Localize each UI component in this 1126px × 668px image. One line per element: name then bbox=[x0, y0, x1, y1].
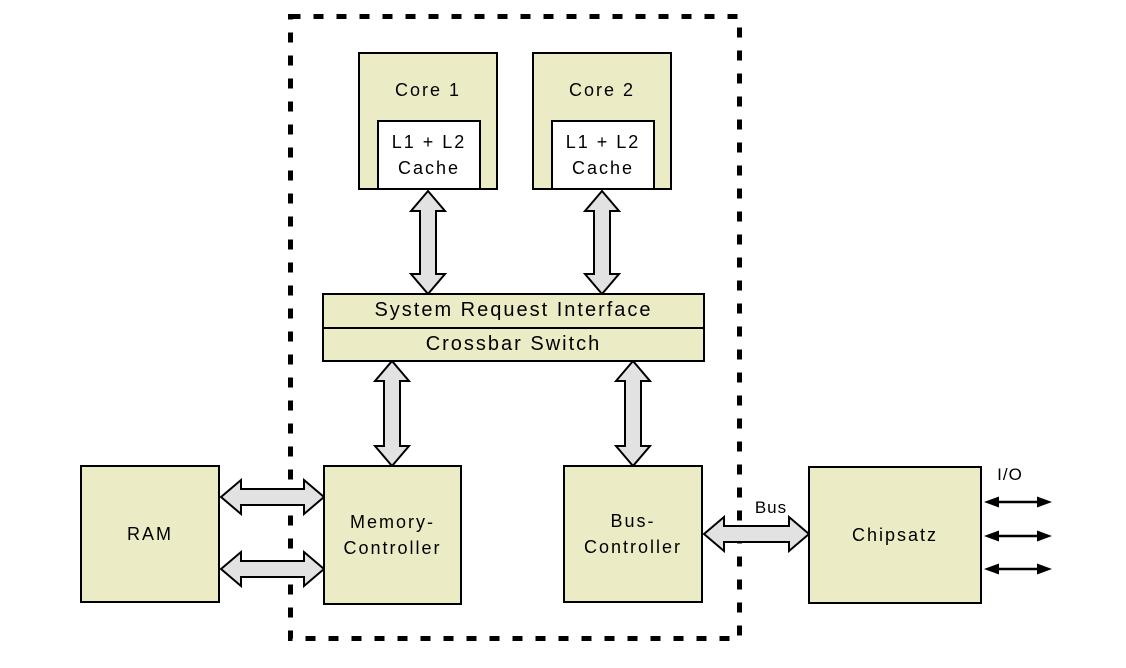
cpu-die-dashed-boundary bbox=[288, 14, 742, 641]
node-bus-controller-line1: Bus- bbox=[610, 511, 656, 531]
arrow-layer bbox=[219, 189, 1052, 589]
node-ram-label: RAM bbox=[127, 524, 173, 544]
node-core1-cache-line2: Cache bbox=[397, 158, 461, 178]
node-core1-cache-line1: L1 + L2 bbox=[391, 132, 467, 152]
arrow-crossbar-to-bus-controller bbox=[613, 359, 653, 468]
arrow-ram-to-memory-controller-upper bbox=[219, 477, 326, 517]
node-chipsatz-label: Chipsatz bbox=[851, 525, 939, 545]
node-core1-label: Core 1 bbox=[394, 80, 462, 100]
arrow-chipsatz-io-top-head-right bbox=[1037, 496, 1052, 508]
io-connection-label: I/O bbox=[997, 465, 1023, 484]
node-bus-controller: Bus- Controller bbox=[563, 465, 703, 603]
node-core1: Core 1 L1 + L2 Cache bbox=[358, 52, 498, 190]
node-ram: RAM bbox=[80, 465, 220, 603]
node-system-request-interface: System Request Interface bbox=[324, 295, 703, 329]
arrow-bus-controller-to-chipsatz bbox=[702, 514, 811, 554]
arrow-core2-cache-to-sri bbox=[582, 189, 622, 296]
node-core2-cache: L1 + L2 Cache bbox=[551, 120, 655, 190]
node-core1-cache: L1 + L2 Cache bbox=[377, 120, 481, 190]
arrow-chipsatz-io-top-head-left bbox=[984, 496, 999, 508]
arrow-chipsatz-io-bottom-head-left bbox=[984, 563, 999, 575]
node-core2-cache-line1: L1 + L2 bbox=[565, 132, 641, 152]
node-core2: Core 2 L1 + L2 Cache bbox=[532, 52, 672, 190]
node-interface-stack: System Request Interface Crossbar Switch bbox=[322, 293, 705, 362]
arrow-crossbar-to-memory-controller bbox=[372, 359, 412, 468]
node-core2-cache-line2: Cache bbox=[571, 158, 635, 178]
node-crossbar-switch: Crossbar Switch bbox=[324, 329, 703, 361]
node-crossbar-switch-label: Crossbar Switch bbox=[425, 332, 602, 355]
node-chipsatz: Chipsatz bbox=[808, 466, 982, 604]
arrow-chipsatz-io-middle-head-right bbox=[1037, 530, 1052, 542]
node-memory-controller-line2: Controller bbox=[343, 538, 442, 558]
arrow-chipsatz-io-middle-head-left bbox=[984, 530, 999, 542]
node-bus-controller-line2: Controller bbox=[583, 537, 683, 557]
node-memory-controller: Memory- Controller bbox=[323, 465, 462, 605]
node-core2-label: Core 2 bbox=[568, 80, 636, 100]
arrow-core1-cache-to-sri bbox=[408, 189, 448, 296]
arrow-ram-to-memory-controller-lower bbox=[219, 549, 326, 589]
node-memory-controller-line1: Memory- bbox=[350, 512, 435, 532]
bus-connection-label: Bus bbox=[754, 498, 788, 517]
node-system-request-interface-label: System Request Interface bbox=[374, 299, 653, 322]
arrow-chipsatz-io-bottom-head-right bbox=[1037, 563, 1052, 575]
